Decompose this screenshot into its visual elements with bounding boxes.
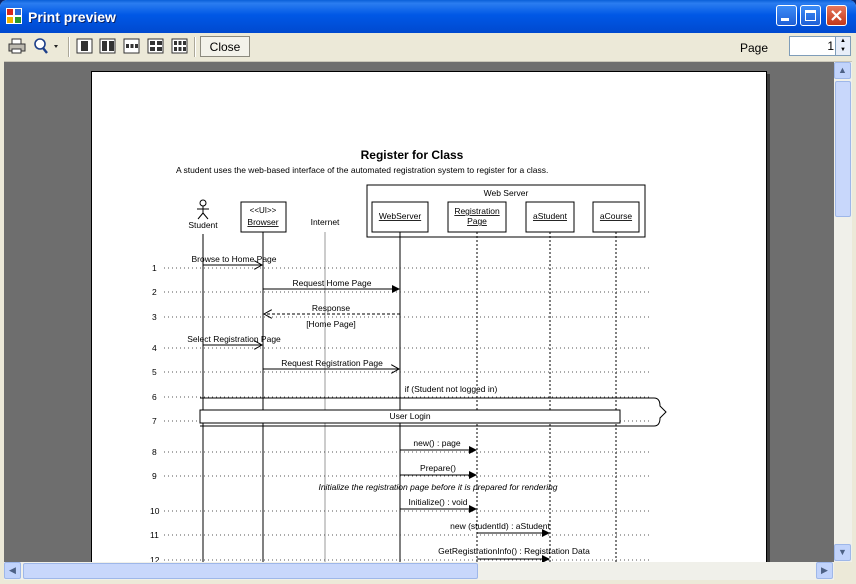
scroll-right-icon[interactable]: ▶ <box>816 562 833 579</box>
page-spinner[interactable]: ▲ ▼ <box>835 37 850 55</box>
web-server-label: Web Server <box>484 188 529 198</box>
registration-page-label-1: Registration <box>454 206 500 216</box>
toolbar: Close Page 1 ▲ ▼ <box>4 33 852 62</box>
message-10-label: Initialize() : void <box>408 497 467 507</box>
message-1-label: Browse to Home Page <box>191 254 276 264</box>
message-4-label: Select Registration Page <box>187 334 281 344</box>
note-text: Initialize the registration page before … <box>318 482 557 492</box>
row-number: 10 <box>150 506 160 516</box>
scroll-down-icon[interactable]: ▼ <box>834 544 851 561</box>
user-login-box <box>199 409 621 424</box>
horizontal-scroll-thumb[interactable] <box>23 563 478 579</box>
message-5-label: Request Registration Page <box>281 358 383 368</box>
scroll-left-icon[interactable]: ◀ <box>4 562 21 579</box>
page-label: Page <box>740 41 769 55</box>
print-icon[interactable] <box>8 37 26 55</box>
scroll-up-icon[interactable]: ▲ <box>834 62 851 79</box>
browser-label: Browser <box>247 217 278 227</box>
spin-down-icon[interactable]: ▼ <box>840 47 846 53</box>
horizontal-scrollbar[interactable]: ◀ ▶ <box>4 562 834 580</box>
close-button[interactable]: Close <box>200 36 250 57</box>
four-pages-icon[interactable] <box>147 37 165 55</box>
message-6-label: if (Student not logged in) <box>405 384 498 394</box>
sequence-diagram: Register for Class A student uses the we… <box>150 148 667 562</box>
window-title: Print preview <box>28 9 116 25</box>
row-numbers: 1 2 3 4 5 6 7 8 9 10 11 12 <box>150 263 160 562</box>
row-number: 12 <box>150 555 160 562</box>
browser-box <box>240 201 287 233</box>
maximize-button[interactable] <box>800 5 821 26</box>
diagram-subtitle: A student uses the web-based interface o… <box>176 165 548 175</box>
toolbar-separator <box>68 37 70 57</box>
preview-area[interactable]: Register for Class A student uses the we… <box>4 62 834 562</box>
two-pages-icon[interactable] <box>99 37 117 55</box>
page-number-value: 1 <box>827 39 834 53</box>
zoom-icon[interactable] <box>32 37 60 55</box>
six-pages-icon[interactable] <box>171 37 189 55</box>
message-3-label: Response <box>312 303 351 313</box>
toolbar-separator <box>194 37 196 57</box>
row-number: 4 <box>152 343 157 353</box>
maximize-icon <box>805 10 816 21</box>
row-number: 8 <box>152 447 157 457</box>
webserver-box <box>371 201 429 233</box>
minimize-button[interactable] <box>776 5 797 26</box>
web-server-frame <box>366 184 646 238</box>
title-bar[interactable]: Print preview <box>0 0 856 33</box>
preview-page: Register for Class A student uses the we… <box>91 71 767 562</box>
internet-label: Internet <box>311 217 340 227</box>
message-12-label: GetRegistrationInfo() : Registration Dat… <box>438 546 590 556</box>
row-number: 11 <box>150 530 159 540</box>
scrollbar-corner <box>834 562 852 580</box>
message-3-guard: [Home Page] <box>306 319 356 329</box>
row-number: 2 <box>152 287 157 297</box>
spin-up-icon[interactable]: ▲ <box>840 38 846 44</box>
minimize-icon <box>781 18 789 21</box>
message-9-label: Prepare() <box>420 463 456 473</box>
vertical-scrollbar[interactable]: ▲ ▼ <box>834 62 852 562</box>
registration-page-label-2: Page <box>467 216 487 226</box>
astudent-box <box>525 201 575 233</box>
row-number: 3 <box>152 312 157 322</box>
close-icon <box>831 10 842 21</box>
user-login-label: User Login <box>389 411 430 421</box>
row-number: 9 <box>152 471 157 481</box>
page-number-input[interactable]: 1 ▲ ▼ <box>789 36 851 56</box>
message-2-label: Request Home Page <box>293 278 372 288</box>
close-window-button[interactable] <box>826 5 847 26</box>
student-actor-icon <box>197 199 209 220</box>
astudent-label: aStudent <box>533 211 568 221</box>
row-number: 5 <box>152 367 157 377</box>
row-number: 7 <box>152 416 157 426</box>
webserver-label: WebServer <box>379 211 422 221</box>
login-fragment-bracket <box>200 397 667 427</box>
row-number: 1 <box>152 263 157 273</box>
vertical-scroll-thumb[interactable] <box>835 81 851 217</box>
browser-stereotype: <<UI>> <box>250 206 277 215</box>
diagram-title: Register for Class <box>361 148 464 162</box>
message-8-label: new() : page <box>413 438 461 448</box>
acourse-box <box>592 201 640 233</box>
message-11-label: new (studentId) : aStudent <box>450 521 550 531</box>
row-number: 6 <box>152 392 157 402</box>
acourse-label: aCourse <box>600 211 632 221</box>
one-page-icon[interactable] <box>76 37 94 55</box>
student-label: Student <box>188 220 218 230</box>
messages: Browse to Home Page Request Home Page Re… <box>187 254 667 562</box>
three-pages-icon[interactable] <box>123 37 141 55</box>
app-icon <box>6 8 22 24</box>
registration-page-box <box>447 201 507 233</box>
